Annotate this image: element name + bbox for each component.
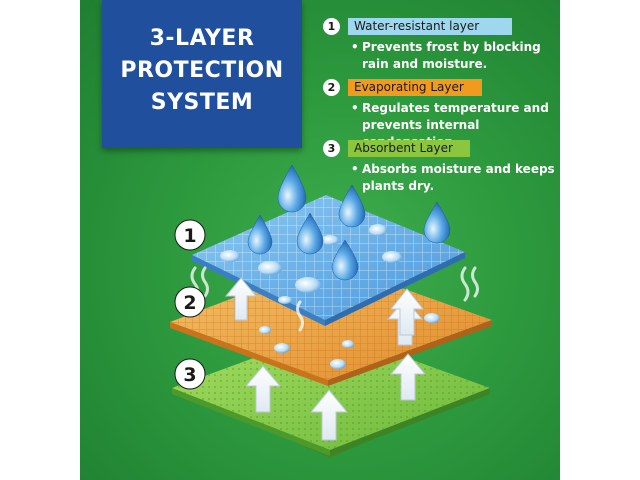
falling-droplets — [247, 164, 451, 281]
arrow-icon — [309, 389, 349, 441]
legend-description: • Prevents frost by blocking rain and mo… — [351, 40, 541, 71]
bullet-icon: • — [351, 40, 359, 54]
legend-number: 3 — [323, 140, 340, 157]
svg-text:2: 2 — [183, 292, 196, 314]
title-banner: 3-LAYER PROTECTION SYSTEM — [102, 0, 302, 148]
arrow-icon — [389, 288, 425, 336]
layer-illustration: 1 2 3 — [170, 164, 492, 458]
droplet-icon — [331, 239, 359, 281]
title-line-2: PROTECTION — [120, 58, 284, 83]
droplet-icon — [338, 184, 366, 228]
bullet-icon: • — [351, 101, 359, 115]
title-line-3: SYSTEM — [150, 90, 254, 115]
svg-text:3: 3 — [183, 364, 196, 386]
layer-number-2: 2 — [174, 286, 206, 318]
svg-text:1: 1 — [183, 225, 196, 247]
droplet-icon — [247, 214, 273, 255]
droplet-icon — [296, 212, 324, 255]
layer-number-3: 3 — [174, 358, 206, 390]
legend-title: Evaporating Layer — [348, 79, 482, 96]
legend-title: Absorbent Layer — [348, 140, 470, 157]
layer-number-1: 1 — [174, 219, 206, 251]
upward-arrows — [224, 277, 427, 441]
legend-description: • Regulates temperature and prevents int… — [351, 101, 549, 149]
legend-number: 2 — [323, 79, 340, 96]
droplet-icon — [277, 164, 307, 213]
legend-number: 1 — [323, 18, 340, 35]
bullet-icon: • — [351, 162, 359, 176]
water-beads — [220, 212, 402, 304]
arrow-icon — [389, 353, 427, 401]
legend-description: • Absorbs moisture and keeps plants dry. — [351, 162, 555, 193]
title-line-1: 3-LAYER — [149, 26, 255, 51]
arrow-icon — [244, 365, 282, 413]
evaporating-beads — [259, 313, 440, 369]
legend-title: Water-resistant layer — [348, 18, 512, 35]
arrow-icon — [224, 277, 258, 321]
infographic-canvas: 1 2 3 3-LAYER PROTECTION SYSTEM 1 Water-… — [80, 0, 560, 480]
droplet-icon — [423, 201, 451, 244]
